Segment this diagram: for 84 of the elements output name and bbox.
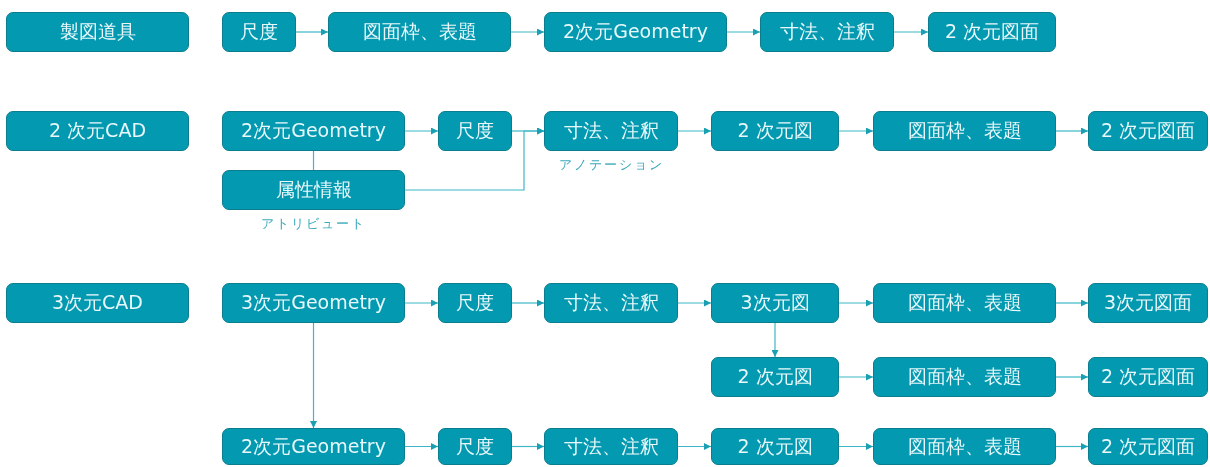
box-label: 尺度 [456,433,494,459]
box-label: 図面枠、表題 [907,433,1022,459]
box-label: 2 次元図面 [1100,118,1196,143]
box-label: 2次元Geometry [563,19,708,44]
box-label: 尺度 [240,19,278,44]
process-box [328,12,511,52]
process-box [873,111,1056,151]
box-label: 2 次元図 [737,364,813,389]
process-box [222,111,405,151]
arrow [838,299,874,307]
arrow [893,28,929,36]
arrow [1055,127,1089,135]
box-label: 寸法、注釈 [563,433,659,459]
arrow [771,322,779,358]
box-label: 3次元Geometry [241,290,386,315]
arrow [1055,443,1089,450]
process-box [544,12,727,52]
box-label: 2 次元図面 [944,19,1040,44]
process-box [6,283,189,323]
arrow [511,299,545,307]
box-label: 2次元Geometry [241,118,386,143]
annotation-label: アトリビュート [260,215,367,233]
box-label: 2 次元CAD [49,118,146,143]
arrow [838,443,874,450]
arrow [404,443,439,450]
process-box [6,12,189,52]
box-label: 寸法、注釈 [563,118,659,143]
box-label: 2次元Geometry [241,433,386,459]
process-box [438,111,512,151]
process-box [438,428,512,465]
process-box [544,428,678,465]
box-label: 尺度 [456,118,494,143]
process-box [1088,428,1208,465]
process-box [1088,357,1208,397]
process-box [873,357,1056,397]
process-box [1088,283,1208,323]
arrow [1055,373,1089,381]
process-box [760,12,894,52]
process-box [873,428,1056,465]
arrow [310,322,317,429]
arrow [677,443,712,450]
annotation-label: アノテーション [557,156,665,174]
process-box [6,111,189,151]
box-label: 3次元CAD [52,290,143,315]
process-box [544,283,678,323]
arrow [511,443,545,450]
process-box [711,357,839,397]
process-box [873,283,1056,323]
arrow [838,127,874,135]
box-label: 図面枠、表題 [362,19,477,44]
box-label: 2 次元図面 [1100,433,1196,459]
arrow [404,127,545,191]
box-label: 寸法、注釈 [779,19,875,44]
box-label: 3次元図面 [1103,290,1193,315]
box-label: 2 次元図面 [1100,364,1196,389]
process-box [711,283,839,323]
box-label: 製図道具 [59,19,136,44]
arrow [726,28,761,36]
arrow [838,373,874,381]
box-label: 寸法、注釈 [563,290,659,315]
process-box [711,428,839,465]
process-box [711,111,839,151]
box-label: 2 次元図 [737,433,813,459]
arrow [404,127,439,135]
process-box [222,12,296,52]
arrow [404,299,439,307]
arrow [510,28,545,36]
arrow [677,127,712,135]
process-box [928,12,1056,52]
arrow [1055,299,1089,307]
process-box [222,283,405,323]
arrow [295,28,329,36]
box-label: 2 次元図 [737,118,813,143]
connector-line [312,150,315,171]
process-box [1088,111,1208,151]
box-label: 図面枠、表題 [907,290,1022,315]
arrow [677,299,712,307]
box-label: 属性情報 [275,177,352,202]
process-box [222,428,405,465]
process-box [438,283,512,323]
box-label: 図面枠、表題 [907,364,1022,389]
box-label: 3次元図 [740,290,810,315]
box-label: 尺度 [456,290,494,315]
box-label: 図面枠、表題 [907,118,1022,143]
